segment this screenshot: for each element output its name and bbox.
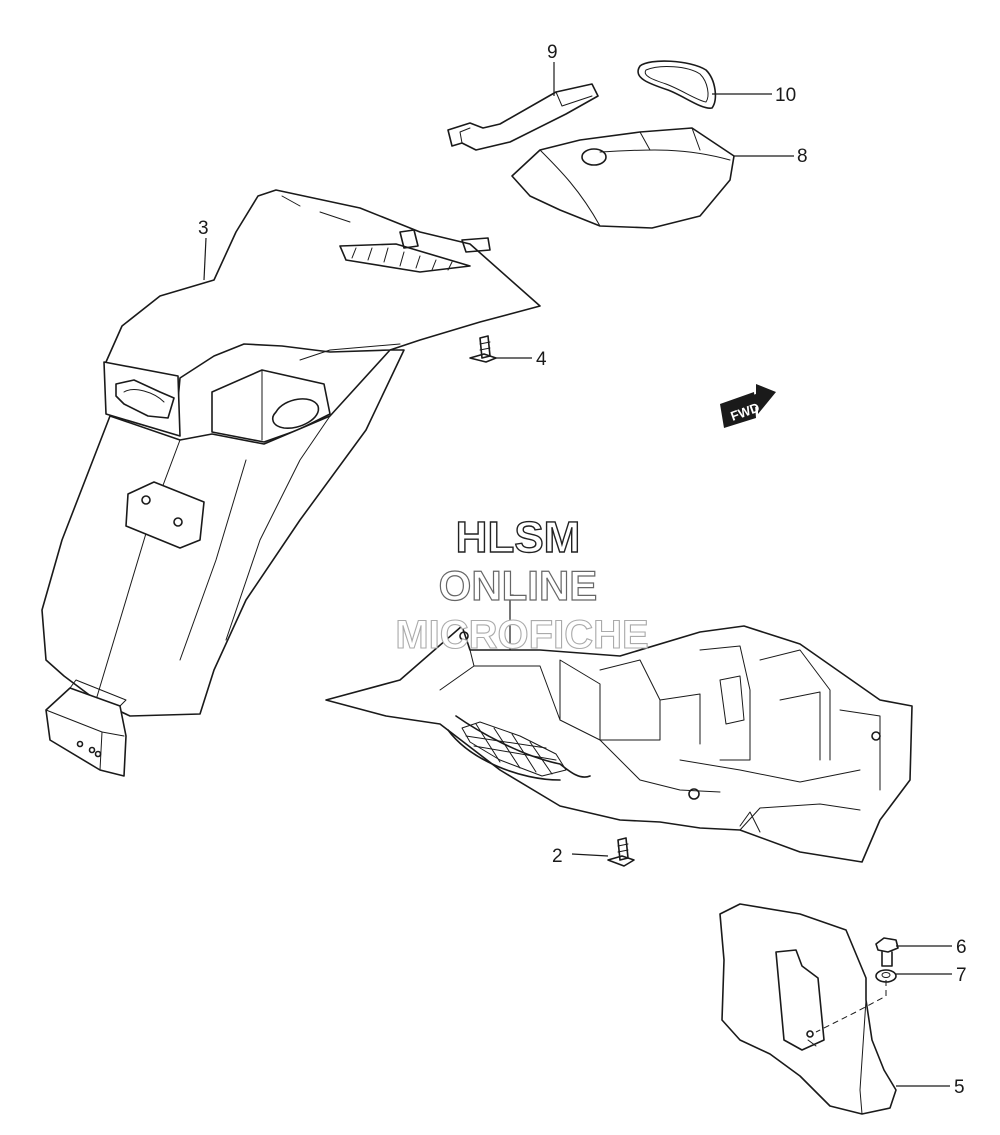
callout-8: 8	[797, 146, 808, 167]
fwd-direction-badge: FWD	[720, 384, 776, 428]
callout-2: 2	[552, 846, 563, 867]
part-2-screw	[607, 837, 635, 867]
callout-1: 1	[504, 580, 515, 601]
part-3-rear-fender	[41, 189, 541, 777]
part-9-wrench	[447, 83, 599, 151]
callout-6: 6	[956, 937, 967, 958]
part-4-screw	[469, 335, 497, 363]
watermark-line-2: ONLINE	[439, 562, 598, 609]
callout-3: 3	[198, 218, 209, 239]
part-8-tool-bag	[511, 127, 735, 229]
leader-lines	[203, 62, 952, 1087]
watermark: HLSM ONLINE MICROFICHE	[395, 512, 649, 657]
part-5-side-cover	[719, 903, 897, 1115]
callout-9: 9	[547, 42, 558, 63]
callout-5: 5	[954, 1077, 965, 1098]
watermark-line-1: HLSM	[456, 513, 581, 562]
part-7-washer	[875, 969, 897, 983]
part-6-bolt	[875, 937, 899, 967]
part-1-undertail-tray	[325, 625, 913, 863]
callout-4: 4	[536, 349, 547, 370]
callout-labels: 1 2 3 4 5 6 7 8 9 10	[198, 42, 967, 1098]
watermark-line-3: MICROFICHE	[395, 613, 648, 657]
callout-7: 7	[956, 965, 967, 986]
callout-10: 10	[775, 85, 796, 106]
part-10-rubber-band	[637, 60, 717, 109]
